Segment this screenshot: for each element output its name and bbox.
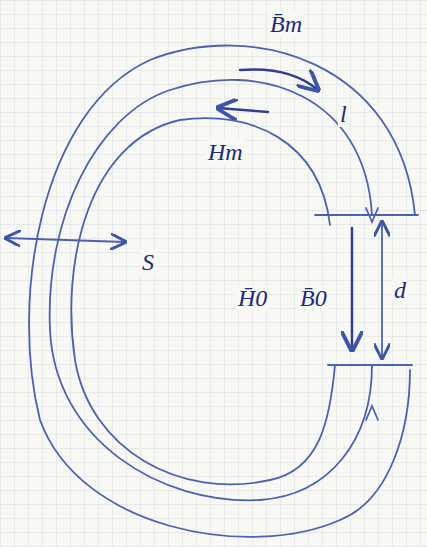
outer-contour [29, 46, 415, 537]
flux-arrow [240, 69, 318, 90]
area-label: S [140, 250, 156, 275]
length-label: l [338, 102, 349, 127]
lower-pole-face [328, 364, 412, 366]
field-arrowhead [366, 208, 378, 222]
gap-width-label: d [392, 278, 408, 303]
gap-flux-label: B̄0 [298, 286, 329, 311]
section-pointer [6, 238, 125, 242]
gap-field-label: H̄0 [236, 286, 269, 311]
gap-dimension [381, 222, 383, 358]
inner-contour [71, 118, 335, 484]
upper-pole-face [315, 214, 418, 216]
flux-density-label: B̄m [268, 12, 304, 37]
gap-flux-arrow [351, 228, 353, 350]
field-arrow [218, 108, 268, 112]
field-line [50, 80, 372, 500]
field-arrowhead [366, 406, 378, 420]
field-strength-label: Hm [206, 140, 245, 165]
